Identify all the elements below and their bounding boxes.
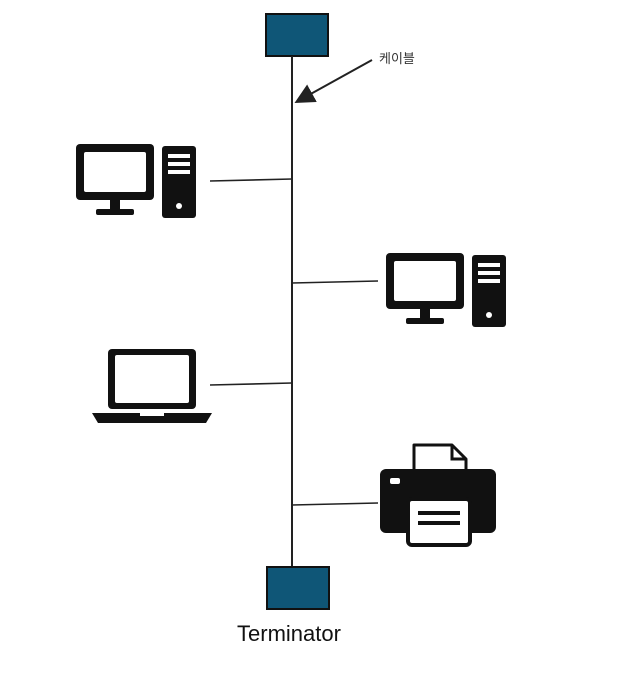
drop-line-desktop-left: [209, 178, 293, 182]
drop-line-desktop-right: [291, 280, 379, 284]
terminator-bottom: [266, 566, 330, 610]
terminator-label: Terminator: [237, 621, 341, 646]
drop-line-laptop: [209, 382, 293, 386]
printer-icon: [380, 443, 496, 547]
desktop-computer-icon: [76, 144, 196, 218]
cable-label: 케이블: [379, 52, 415, 67]
terminator-top: [265, 13, 329, 57]
desktop-computer-icon: [386, 253, 506, 327]
cable-pointer-arrow: [294, 59, 373, 103]
laptop-icon: [92, 349, 212, 423]
drop-line-printer: [291, 502, 379, 506]
